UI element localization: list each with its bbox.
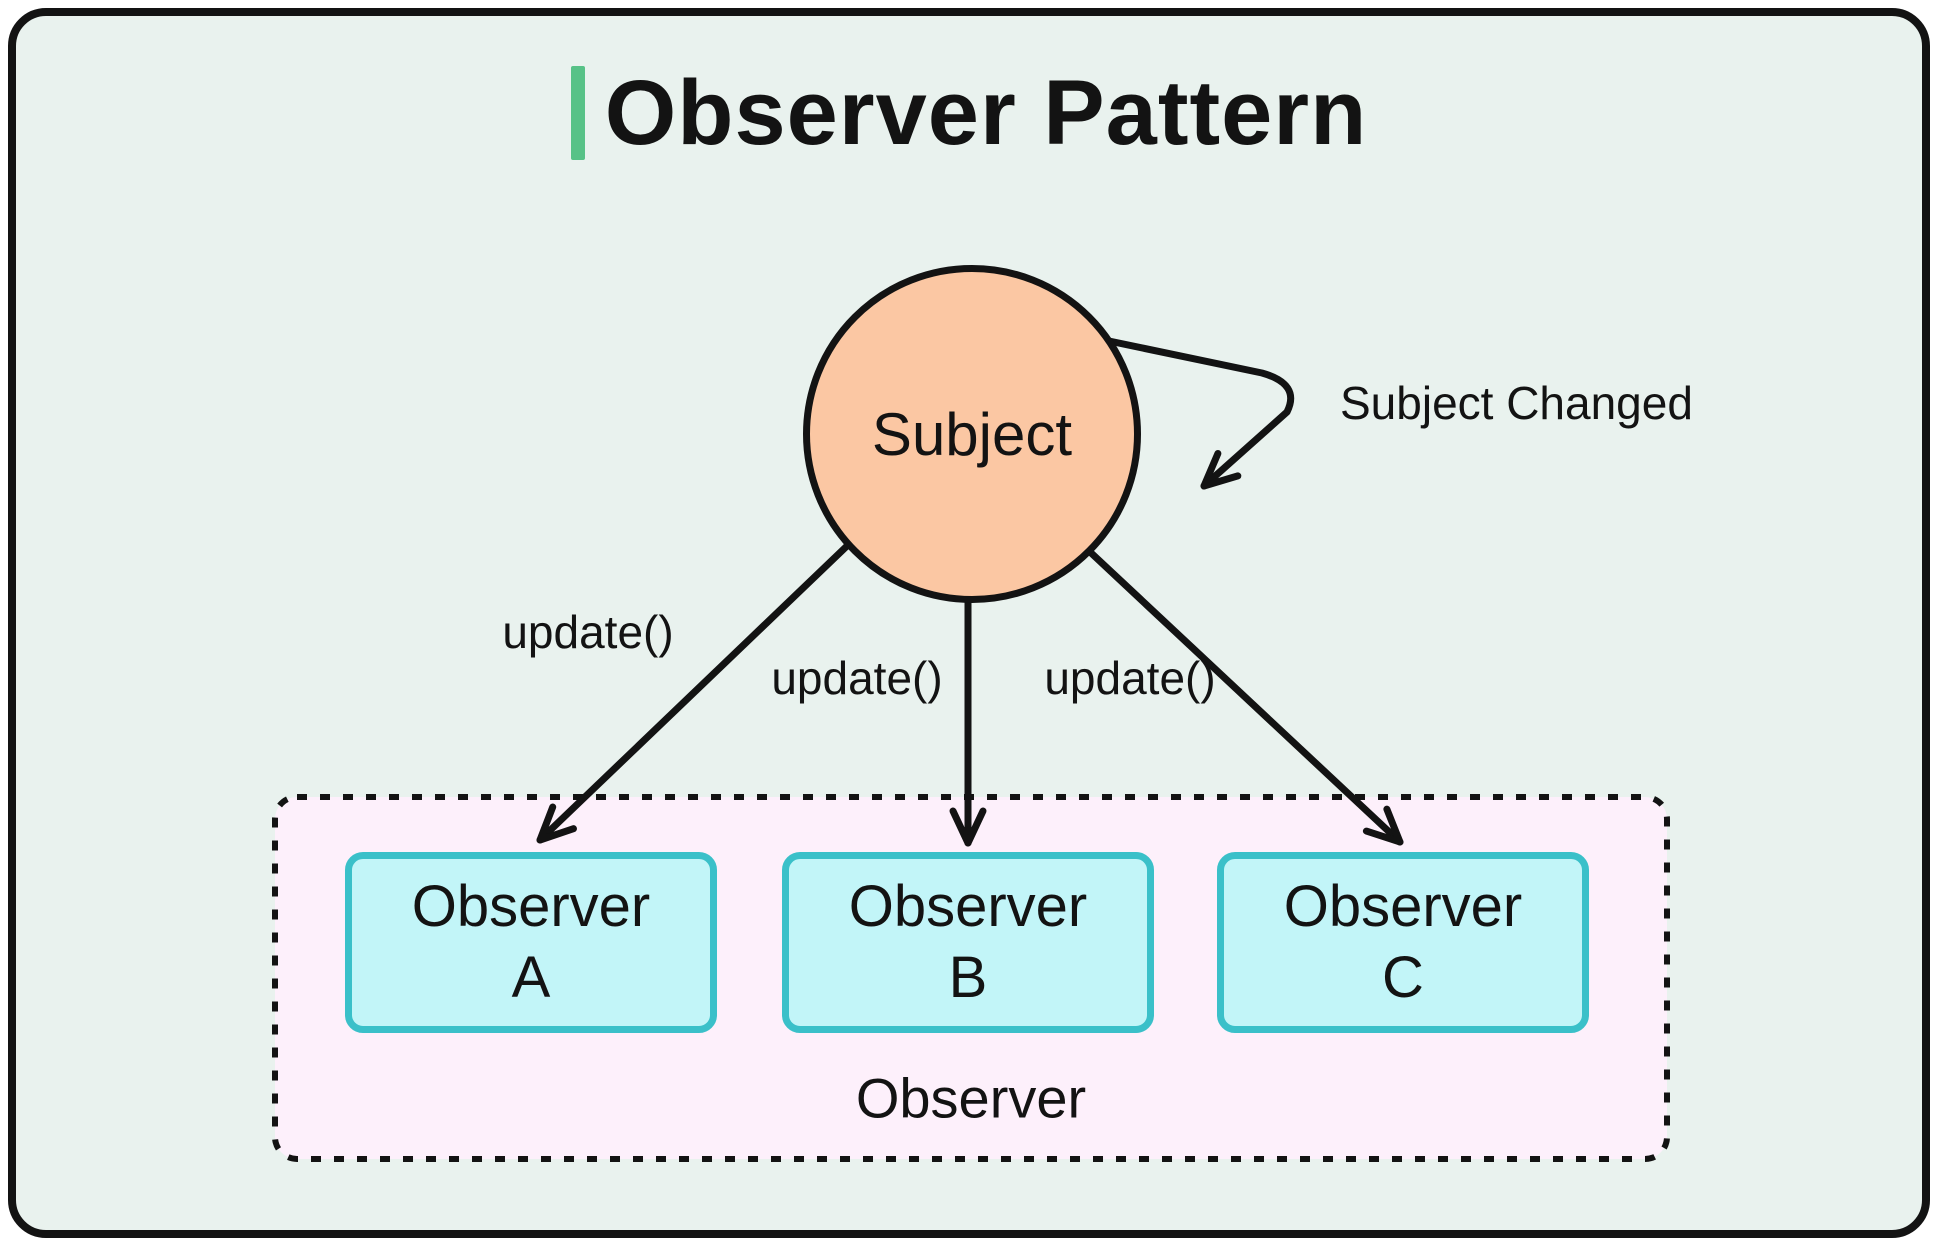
- observer-c-name: Observer: [1283, 873, 1523, 939]
- subject-changed-label: Subject Changed: [1340, 377, 1693, 429]
- update-label-a: update(): [502, 606, 674, 658]
- observer-c-node: Observer C: [1217, 852, 1589, 1033]
- observer-a-name: Observer: [411, 873, 651, 939]
- title-accent-bar: [570, 66, 585, 160]
- observer-a-suffix: A: [511, 944, 551, 1010]
- title-row: Observer Pattern: [0, 66, 1938, 160]
- observer-group-label: Observer: [855, 1066, 1087, 1130]
- observer-b-node: Observer B: [782, 852, 1154, 1033]
- observer-a-node: Observer A: [345, 852, 717, 1033]
- update-label-b: update(): [771, 652, 943, 704]
- edge-line-observer-c: [1054, 518, 1404, 846]
- observer-b-suffix: B: [948, 944, 988, 1010]
- page-title: Observer Pattern: [604, 62, 1368, 164]
- subject-node: Subject: [803, 265, 1141, 603]
- observer-c-suffix: C: [1382, 944, 1424, 1010]
- update-label-c: update(): [1044, 652, 1216, 704]
- edge-line-observer-a: [536, 518, 876, 844]
- subject-label: Subject: [871, 400, 1073, 468]
- observer-b-name: Observer: [848, 873, 1088, 939]
- subject-changed-arrow: [1081, 332, 1295, 490]
